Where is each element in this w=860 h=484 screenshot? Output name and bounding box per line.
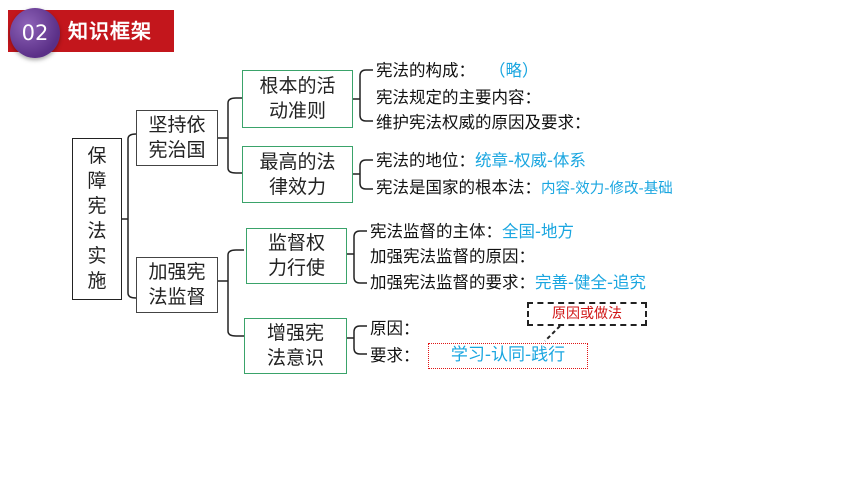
subnode-constitutional-awareness: 增强宪法意识 [244, 318, 347, 374]
item-label: 宪法规定的主要内容： [376, 88, 541, 107]
callout-reason-or-method: 原因或做法 [527, 302, 647, 326]
section-title: 知识框架 [68, 19, 152, 43]
item-answer: 全国-地方 [502, 222, 574, 241]
item-supervision-reasons: 加强宪法监督的原因： [370, 246, 535, 268]
bracket-items-1 [353, 69, 373, 122]
bracket-root [122, 133, 137, 299]
item-label: 宪法的构成： [376, 61, 475, 80]
item-label: 原因： [370, 319, 420, 338]
bracket-items-3 [347, 230, 367, 284]
subnode-supervise-power: 监督权力行使 [246, 228, 347, 284]
subnode-basic-rule: 根本的活动准则 [242, 70, 353, 128]
item-answer: 完善-健全-追究 [535, 273, 646, 292]
item-status: 宪法的地位：统章-权威-体系 [376, 150, 586, 172]
item-label: 维护宪法权威的原因及要求： [376, 113, 591, 132]
item-label: 加强宪法监督的要求： [370, 273, 535, 292]
section-number-badge: 02 [10, 8, 60, 58]
bracket-branch-2 [218, 249, 244, 337]
item-supervision-subject: 宪法监督的主体：全国-地方 [370, 221, 574, 243]
branch-node-rule-of-constitution: 坚持依宪治国 [136, 110, 218, 166]
item-label: 宪法的地位： [376, 151, 475, 170]
answer-box-learn-identify-practice: 学习-认同-践行 [428, 343, 588, 369]
item-label: 宪法监督的主体： [370, 222, 502, 241]
subnode-supreme-effect: 最高的法律效力 [242, 146, 353, 203]
item-label: 宪法是国家的根本法： [376, 178, 541, 197]
item-label: 加强宪法监督的原因： [370, 247, 535, 266]
item-awareness-requirement: 要求： [370, 345, 420, 367]
callout-pointer [544, 325, 561, 342]
bracket-items-2 [353, 159, 373, 190]
branch-node-strengthen-supervision: 加强宪法监督 [136, 257, 218, 313]
bracket-items-4 [347, 325, 367, 355]
item-supervision-requirements: 加强宪法监督的要求：完善-健全-追究 [370, 272, 646, 294]
item-fundamental-law: 宪法是国家的根本法：内容-效力-修改-基础 [376, 177, 673, 200]
item-answer: （略） [489, 61, 539, 80]
item-label: 要求： [370, 346, 420, 365]
item-constitution-structure: 宪法的构成： （略） [376, 60, 539, 82]
item-awareness-reason: 原因： [370, 318, 420, 340]
item-main-content: 宪法规定的主要内容： [376, 87, 541, 109]
item-answer: 统章-权威-体系 [475, 151, 586, 170]
root-node: 保障宪法实施 [72, 138, 122, 300]
bracket-branch-1 [218, 97, 242, 174]
item-authority-reasons: 维护宪法权威的原因及要求： [376, 112, 591, 134]
item-answer: 内容-效力-修改-基础 [541, 181, 673, 197]
